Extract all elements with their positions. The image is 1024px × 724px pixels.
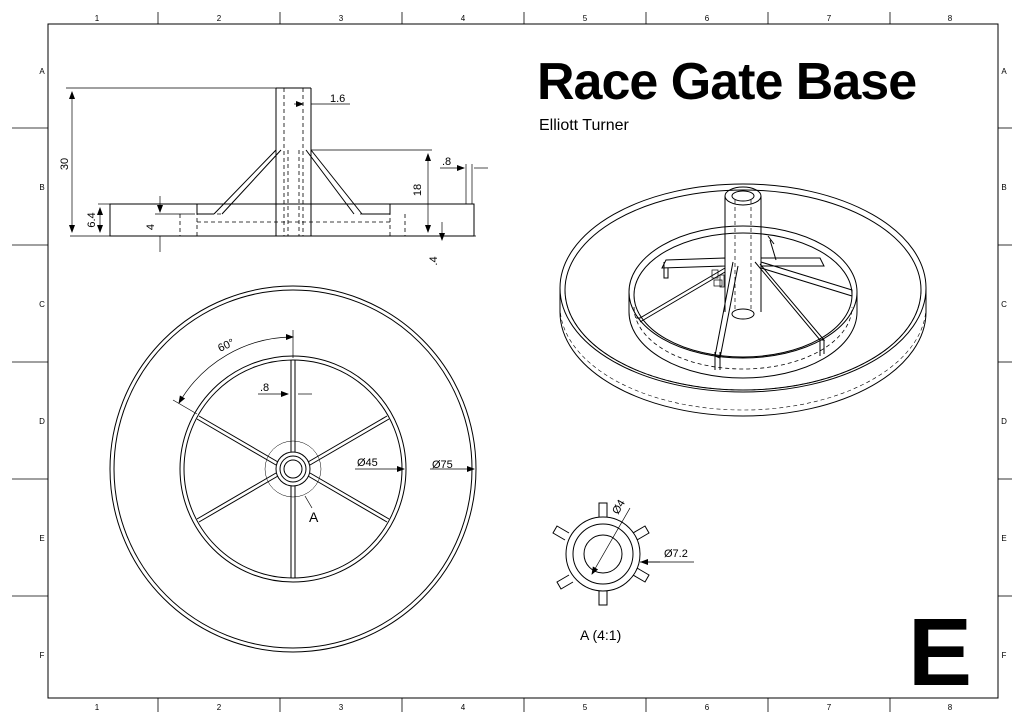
- column-label: 5: [583, 703, 588, 712]
- detail-view-dimensions: [591, 507, 694, 575]
- dim-rib-height: 18: [412, 184, 424, 196]
- dim-tube: Ø7.2: [664, 548, 688, 560]
- detail-view: [552, 502, 650, 606]
- dim-outer-diameter: Ø75: [432, 459, 453, 471]
- row-label: E: [39, 534, 44, 543]
- row-label: A: [39, 67, 45, 76]
- column-label: 4: [461, 14, 466, 23]
- dim-bore: Ø4: [610, 498, 628, 517]
- frame-row-labels-right: A B C D E F: [1001, 67, 1007, 660]
- drawing-author: Elliott Turner: [539, 117, 629, 134]
- row-label: F: [1002, 651, 1007, 660]
- row-label: B: [39, 183, 44, 192]
- dim-inner-ring: Ø45: [357, 457, 378, 469]
- drawing-title: Race Gate Base: [537, 53, 917, 111]
- row-label: C: [39, 300, 45, 309]
- dim-rib-thickness: .8: [442, 156, 451, 168]
- column-label: 2: [217, 703, 222, 712]
- top-view-dimensions: [172, 330, 475, 509]
- side-view-dimension-labels: 30 6.4 4 1.6 18 .8 .4: [59, 93, 451, 266]
- dim-base-height: 6.4: [86, 212, 98, 227]
- sheet-letter: E: [908, 599, 973, 706]
- row-label: D: [39, 417, 45, 426]
- column-label: 6: [705, 14, 710, 23]
- frame-row-labels-left: A B C D E F: [39, 67, 45, 660]
- row-label: C: [1001, 300, 1007, 309]
- row-label: F: [40, 651, 45, 660]
- column-label: 1: [95, 703, 100, 712]
- top-view-dimension-labels: 60° .8 Ø45 Ø75 A: [216, 337, 453, 525]
- side-view-dimensions: [66, 87, 488, 252]
- frame-column-labels-top: 1 2 3 4 5 6 7 8: [95, 14, 953, 23]
- column-label: 8: [948, 703, 953, 712]
- dim-height-total: 30: [59, 158, 71, 170]
- column-label: 3: [339, 703, 344, 712]
- dim-recess: 4: [145, 224, 157, 230]
- column-label: 3: [339, 14, 344, 23]
- column-label: 7: [827, 703, 832, 712]
- column-label: 8: [948, 14, 953, 23]
- column-label: 6: [705, 703, 710, 712]
- column-label: 1: [95, 14, 100, 23]
- dim-tube-wall: 1.6: [330, 93, 345, 105]
- row-label: B: [1001, 183, 1006, 192]
- side-view: [109, 87, 475, 237]
- row-label: E: [1001, 534, 1006, 543]
- dim-rib-width: .8: [260, 382, 269, 394]
- detail-label: A (4:1): [580, 627, 621, 643]
- column-label: 4: [461, 703, 466, 712]
- column-label: 7: [827, 14, 832, 23]
- detail-view-dimension-labels: Ø4 Ø7.2 A (4:1): [580, 498, 688, 643]
- detail-callout: A: [309, 509, 319, 525]
- isometric-view: [559, 183, 927, 417]
- row-label: D: [1001, 417, 1007, 426]
- column-label: 5: [583, 14, 588, 23]
- dim-angle: 60°: [216, 337, 236, 355]
- row-label: A: [1001, 67, 1007, 76]
- dim-floor: .4: [428, 256, 440, 265]
- column-label: 2: [217, 14, 222, 23]
- frame-column-labels-bottom: 1 2 3 4 5 6 7 8: [95, 703, 953, 712]
- drawing-frame: [12, 12, 1012, 712]
